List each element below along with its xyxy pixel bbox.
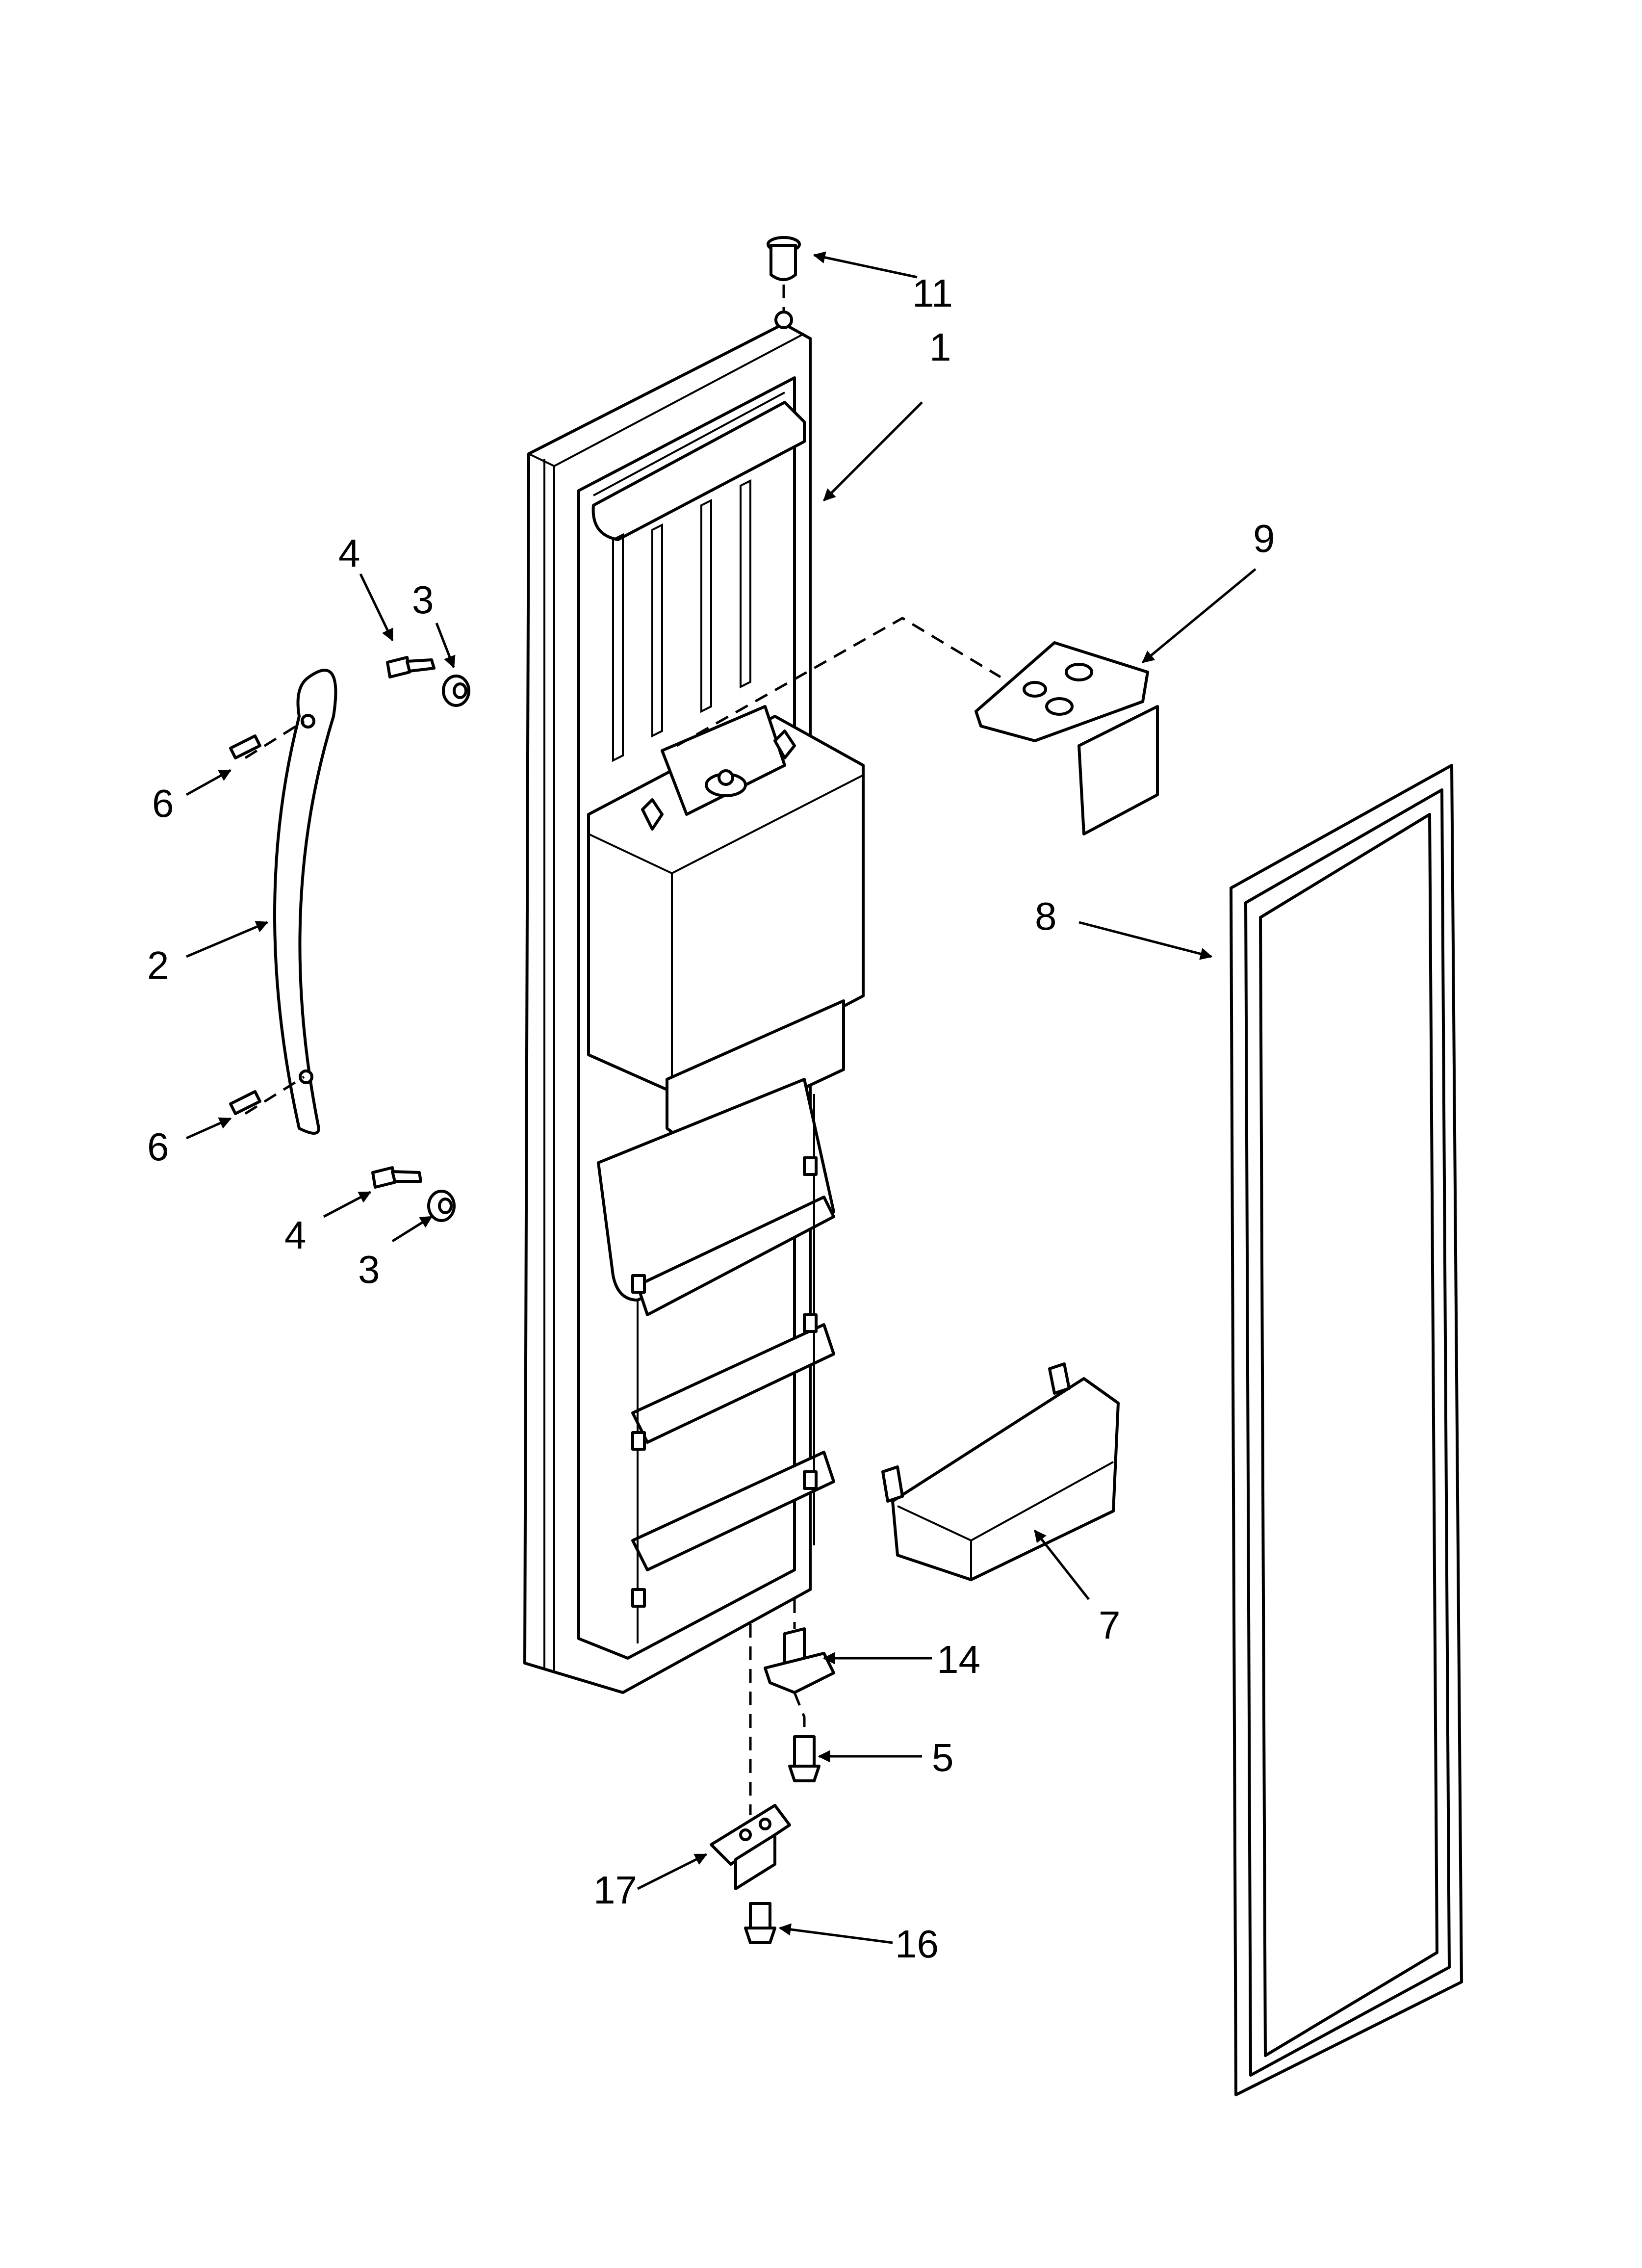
lower-hinge-bracket [710,1624,791,1890]
callout-8: 8 [1035,894,1057,938]
door-panel [523,322,865,1694]
door-handle [244,669,337,1135]
callout-14: 14 [937,1638,980,1681]
callout-9: 9 [1253,517,1275,560]
callout-5: 5 [932,1736,954,1779]
callout-11: 11 [912,271,953,315]
handle-screw-lower [371,1166,422,1189]
callout-7: 7 [1099,1603,1121,1647]
hinge-screw [788,1735,821,1782]
door-bin [881,1362,1120,1581]
callout-2: 2 [147,943,169,987]
callout-6-upper: 6 [152,782,174,825]
door-gasket [1230,764,1463,2096]
handle-stud-lower [229,1090,261,1115]
dispenser-plate [676,617,1159,835]
handle-cap-lower [427,1190,456,1222]
callout-3-upper: 3 [412,578,434,622]
callout-3-lower: 3 [358,1248,380,1291]
hinge-bracket-screw [744,1902,776,1944]
callout-6-lower: 6 [147,1125,169,1169]
lower-hinge-pin [764,1599,835,1732]
handle-cap-upper [442,675,470,707]
callout-labels: 11 1 9 4 3 6 2 8 6 4 3 7 14 5 17 16 [147,271,1275,1966]
leader-lines [185,251,1257,1944]
handle-stud-upper [229,734,261,759]
callout-1: 1 [929,325,951,369]
top-hinge-bushing [767,236,801,329]
callout-17: 17 [593,1868,637,1912]
handle-screw-upper [386,656,436,678]
callout-4-upper: 4 [338,531,360,575]
callout-16: 16 [895,1922,939,1966]
callout-4-lower: 4 [284,1213,307,1257]
